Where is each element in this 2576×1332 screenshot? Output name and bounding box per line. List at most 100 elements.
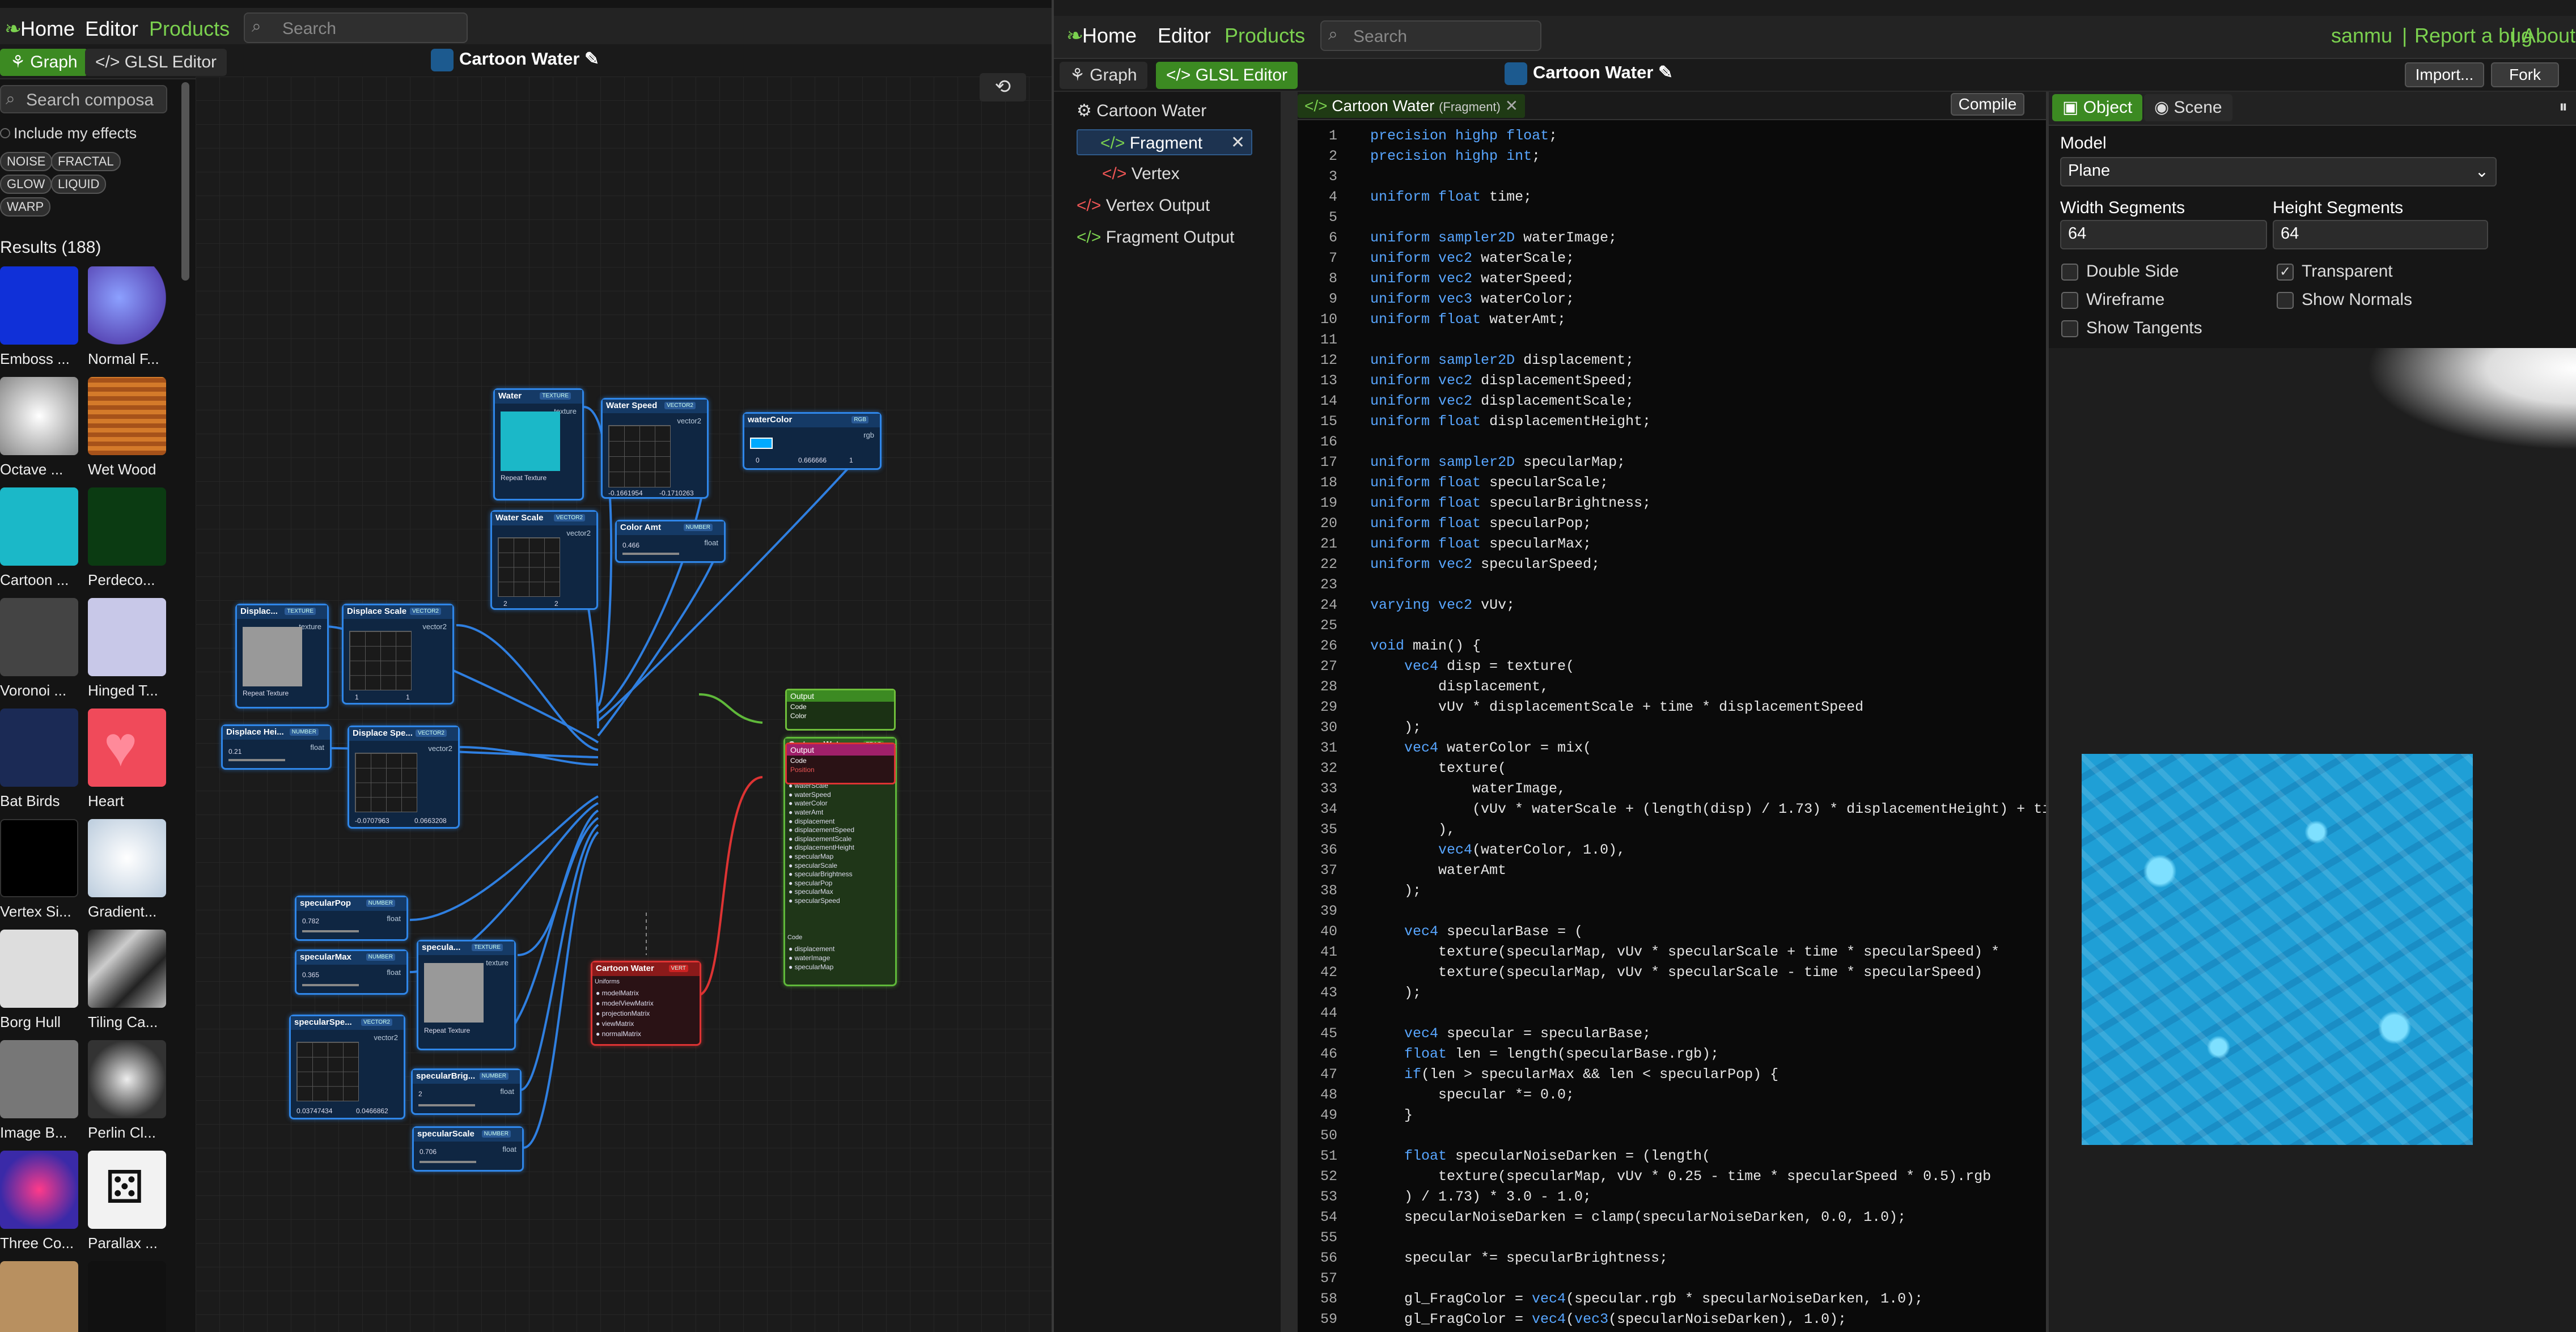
code-line[interactable]: vec4 specular = specularBase; — [1404, 1025, 1651, 1042]
preview-canvas[interactable] — [2049, 348, 2576, 1332]
code-line[interactable]: specular *= specularBrightness; — [1370, 1250, 1668, 1266]
editor-file-tab[interactable]: </> Cartoon Water (Fragment) ✕ — [1298, 94, 1526, 118]
vector-picker[interactable] — [608, 425, 671, 487]
chip-warp[interactable]: WARP — [0, 197, 51, 217]
code-line[interactable]: gl_FragColor = vec4(vec3(specularNoiseDa… — [1370, 1311, 1847, 1327]
node-input-port[interactable]: ● displacementSpeed — [789, 826, 854, 834]
node-input-port[interactable]: ● waterColor — [789, 799, 828, 808]
nav-editor[interactable]: Editor — [85, 17, 139, 40]
node-input-port[interactable]: ● waterSpeed — [789, 790, 831, 799]
vector-picker[interactable] — [349, 631, 412, 690]
code-line[interactable]: uniform vec2 waterSpeed; — [1370, 270, 1575, 287]
result-thumb[interactable] — [88, 266, 166, 345]
code-line[interactable]: texture(specularMap, vUv * specularScale… — [1370, 964, 1983, 981]
node-input-port[interactable]: ● waterImage — [789, 954, 831, 962]
node-input-port[interactable]: ● specularScale — [789, 861, 837, 869]
result-thumb[interactable] — [0, 487, 78, 566]
code-line[interactable]: float len = length(specularBase.rgb); — [1404, 1046, 1719, 1062]
code-editor[interactable]: </> Cartoon Water (Fragment) ✕ Compile 1… — [1298, 92, 2170, 1332]
node-input-port[interactable]: ● specularMap — [789, 963, 834, 971]
code-line[interactable]: texture(specularMap, vUv * specularScale… — [1370, 944, 2000, 960]
code-line[interactable]: precision highp int; — [1370, 148, 1541, 164]
code-line[interactable]: void main() { — [1370, 638, 1481, 654]
code-line[interactable]: uniform float specularScale; — [1370, 474, 1609, 491]
reset-view-icon[interactable]: ⟲ — [980, 73, 1026, 101]
tab-glsl[interactable]: </> GLSL Editor — [85, 49, 227, 76]
show-tangents-checkbox[interactable]: Show Tangents — [2061, 319, 2202, 338]
node-displace-scale[interactable]: Displace Scale VECTOR2 vector2 1 1 — [342, 604, 454, 705]
result-thumb[interactable] — [88, 1261, 166, 1332]
code-line[interactable]: uniform sampler2D waterImage; — [1370, 230, 1617, 246]
specular-texture-preview[interactable] — [424, 963, 484, 1023]
result-thumb[interactable] — [0, 377, 78, 455]
tab-glsl[interactable]: </> GLSL Editor — [1156, 62, 1298, 89]
nav-products[interactable]: Products — [1225, 24, 1306, 47]
about-link[interactable]: About — [2522, 24, 2576, 47]
node-input-port[interactable]: ● projectionMatrix — [596, 1009, 650, 1017]
code-line[interactable]: ); — [1370, 883, 1422, 899]
slider[interactable] — [622, 553, 679, 555]
shader-title[interactable]: Cartoon Water ✎ — [431, 49, 599, 71]
home-icon[interactable]: ❧ — [1066, 24, 1084, 47]
code-line[interactable]: float specularNoiseDarken = (length( — [1404, 1148, 1711, 1164]
tree-vertex[interactable]: </> Vertex — [1102, 164, 1180, 183]
code-line[interactable]: vec4 specularBase = ( — [1404, 923, 1583, 940]
node-water-speed[interactable]: Water Speed VECTOR2 vector2 -0.1661954 -… — [601, 398, 709, 499]
code-line[interactable]: uniform sampler2D displacement; — [1370, 352, 1634, 368]
node-specular-pop[interactable]: specularPop NUMBER float 0.782 — [295, 896, 408, 941]
search-input[interactable]: ⌕ Search — [244, 12, 468, 43]
chip-noise[interactable]: NOISE — [0, 152, 53, 171]
code-line[interactable]: ), — [1370, 821, 1456, 838]
tree-fragment-output[interactable]: </> Fragment Output — [1077, 228, 1235, 247]
result-thumb[interactable] — [0, 1151, 78, 1229]
result-thumb[interactable] — [88, 377, 166, 455]
graph-canvas[interactable]: ⟲ — [196, 73, 1052, 1332]
code-line[interactable]: vUv * displacementScale + time * displac… — [1370, 699, 1864, 715]
code-line[interactable]: varying vec2 vUv; — [1370, 597, 1515, 613]
code-line[interactable]: if(len > specularMax && len < specularPo… — [1404, 1066, 1779, 1083]
result-thumb[interactable] — [88, 1040, 166, 1118]
node-input-port[interactable]: ● displacement — [789, 945, 835, 953]
result-thumb[interactable] — [88, 930, 166, 1008]
node-output-color[interactable]: Output Code Color — [785, 689, 896, 731]
vector-picker[interactable] — [498, 537, 560, 597]
node-input-port[interactable]: ● displacementScale — [789, 834, 852, 843]
node-output-position[interactable]: Output Code Position — [785, 743, 896, 784]
node-input-port[interactable]: ● displacementHeight — [789, 843, 854, 852]
tree-splitter[interactable] — [1281, 92, 1298, 1332]
vector-picker[interactable] — [355, 753, 417, 812]
import-button[interactable]: Import... — [2405, 62, 2484, 87]
code-line[interactable]: uniform vec2 waterScale; — [1370, 250, 1575, 266]
code-line[interactable]: texture(specularMap, vUv * 0.25 - time *… — [1370, 1168, 1992, 1185]
tab-graph[interactable]: ⚘ Graph — [0, 49, 88, 76]
code-line[interactable]: gl_FragColor = vec4(specular.rgb * specu… — [1370, 1291, 1923, 1307]
compile-button[interactable]: Compile — [1951, 93, 2024, 116]
show-normals-checkbox[interactable]: Show Normals — [2277, 290, 2412, 309]
tab-scene[interactable]: ◉ Scene — [2144, 94, 2232, 121]
width-segments-input[interactable]: 64 — [2060, 220, 2267, 249]
double-side-checkbox[interactable]: Double Side — [2061, 262, 2179, 281]
node-displace-speed[interactable]: Displace Spe... VECTOR2 vector2 -0.07079… — [348, 726, 460, 829]
node-displacement[interactable]: Displac... TEXTURE texture Repeat Textur… — [235, 604, 329, 709]
node-specular-max[interactable]: specularMax NUMBER float 0.365 — [295, 949, 408, 995]
node-specular-map[interactable]: specula... TEXTURE texture Repeat Textur… — [417, 940, 516, 1050]
code-line[interactable]: uniform vec3 waterColor; — [1370, 291, 1575, 307]
transparent-checkbox[interactable]: ✓Transparent — [2277, 262, 2393, 281]
edit-pencil-icon[interactable]: ✎ — [584, 49, 600, 69]
code-line[interactable]: texture( — [1370, 760, 1507, 777]
displacement-texture-preview[interactable] — [243, 627, 302, 686]
node-input-port[interactable]: ● specularMax — [789, 888, 833, 896]
vector-picker[interactable] — [296, 1042, 359, 1101]
result-thumb[interactable]: ♥ — [88, 709, 166, 787]
result-thumb[interactable]: ⚄ — [88, 1151, 166, 1229]
code-line[interactable]: specular *= 0.0; — [1370, 1087, 1575, 1103]
chip-glow[interactable]: GLOW — [0, 175, 52, 194]
sidebar-scrollbar[interactable] — [181, 82, 189, 281]
code-line[interactable]: specularNoiseDarken = clamp(specularNois… — [1370, 1209, 1906, 1225]
wireframe-checkbox[interactable]: Wireframe — [2061, 290, 2164, 309]
editor-splitter[interactable] — [2046, 92, 2049, 1332]
code-line[interactable]: displacement, — [1370, 678, 1549, 695]
result-thumb[interactable] — [88, 598, 166, 676]
slider[interactable] — [228, 759, 285, 761]
node-specular-brightness[interactable]: specularBrig... NUMBER float 2 — [411, 1068, 522, 1115]
